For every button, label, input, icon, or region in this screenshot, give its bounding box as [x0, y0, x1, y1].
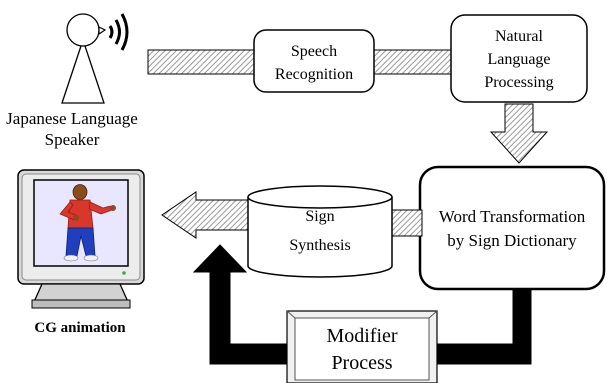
word-transformation-line2: by Sign Dictionary: [447, 231, 577, 250]
nlp-line1: Natural: [495, 28, 544, 45]
word-transformation-line1: Word Transformation: [439, 207, 586, 226]
arrow-synthesis-to-monitor: [161, 191, 253, 239]
arrow-word-to-synthesis: [389, 209, 423, 237]
modifier-line1: Modifier: [326, 325, 397, 347]
speech-recognition-box: [253, 29, 375, 93]
cg-character-image: [59, 184, 116, 262]
sign-synthesis-line1: Sign: [305, 208, 334, 225]
arrow-recognition-to-nlp: [373, 49, 455, 75]
sign-synthesis-line2: Synthesis: [289, 237, 350, 254]
arrow-nlp-to-word: [489, 103, 549, 164]
feedback-loop-arrow: [192, 244, 532, 365]
speech-recognition-line1: Speech: [291, 43, 337, 60]
nlp-box: [450, 14, 588, 103]
cg-animation-label: CG animation: [34, 320, 126, 336]
speaker-label-line2: Speaker: [45, 130, 100, 149]
arrow-speaker-to-recognition: [147, 49, 257, 75]
nlp-line2: Language: [487, 51, 550, 68]
nlp-line3: Processing: [484, 74, 553, 91]
word-transformation-box: [418, 165, 606, 291]
speaker-label-line1: Japanese Language: [6, 109, 138, 128]
speech-recognition-line2: Recognition: [275, 66, 353, 83]
modifier-line2: Process: [331, 352, 392, 374]
sign-synthesis-cylinder: [247, 185, 393, 278]
speaker-icon: [61, 13, 129, 104]
modifier-process-box: [286, 310, 438, 383]
